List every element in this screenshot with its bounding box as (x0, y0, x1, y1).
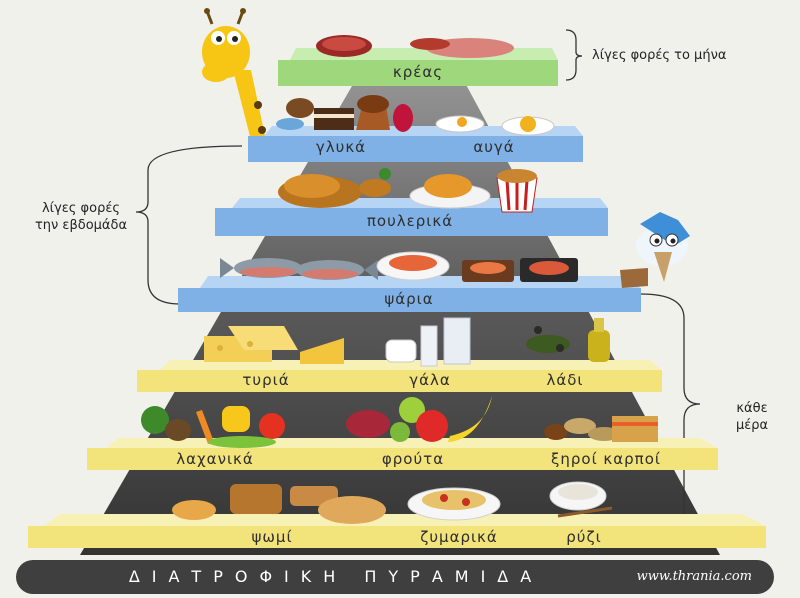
dairy-shelf (137, 360, 662, 392)
weekly-bracket (135, 145, 243, 305)
label-sweets: γλυκά (315, 138, 367, 156)
label-pasta: ζυμαρικά (420, 528, 498, 546)
label-cheese: τυριά (242, 371, 290, 389)
label-poultry: πουλερικά (366, 212, 454, 230)
cakes-icon (276, 95, 413, 132)
note-daily-line2: μέρα (735, 418, 769, 433)
fried-chicken-bucket-icon (496, 169, 538, 213)
olive-oil-icon (526, 318, 610, 362)
fish-icon (220, 258, 378, 280)
steak-icon (316, 35, 372, 57)
footer-bar: ΔΙΑΤΡΟΦΙΚΗ ΠΥΡΑΜΙΔΑ www.thrania.com (16, 560, 774, 594)
label-milk: γάλα (409, 371, 451, 389)
note-weekly: λίγες φορές την εβδομάδα (26, 200, 136, 234)
note-monthly: λίγες φορές το μήνα (592, 48, 727, 63)
note-weekly-line1: λίγες φορές (41, 201, 120, 216)
fruits-icon (346, 396, 492, 442)
chicken-plate-icon (409, 174, 491, 209)
vegetables-icon (141, 406, 285, 448)
label-oil: λάδι (546, 371, 584, 389)
meat-shelf (278, 48, 558, 86)
fish-dish-icon (376, 251, 578, 282)
label-bread: ψωμί (251, 528, 293, 546)
giraffe-icon (202, 8, 268, 152)
grains-shelf (28, 514, 766, 548)
footer-site[interactable]: www.thrania.com (636, 569, 752, 584)
label-meat: κρέας (392, 63, 444, 81)
bird-icon (620, 212, 690, 288)
note-daily-line1: κάθε (736, 401, 768, 416)
roast-chicken-icon (278, 168, 391, 208)
footer-title: ΔΙΑΤΡΟΦΙΚΗ ΠΥΡΑΜΙΔΑ (128, 567, 544, 586)
eggs-icon (435, 115, 555, 136)
label-vegetables: λαχανικά (176, 450, 254, 468)
nuts-icon (544, 416, 658, 442)
label-rice: ρύζι (566, 528, 602, 546)
rice-icon (549, 481, 613, 518)
note-weekly-line2: την εβδομάδα (34, 218, 128, 233)
label-eggs: αυγά (473, 138, 515, 156)
label-nuts: ξηροί καρποί (551, 450, 661, 468)
ham-icon (410, 38, 514, 58)
label-fish: ψάρια (384, 290, 434, 308)
monthly-bracket (565, 29, 583, 81)
label-fruits: φρούτα (381, 450, 445, 468)
note-daily: κάθε μέρα (722, 400, 782, 434)
pasta-icon (407, 487, 501, 521)
bread-icon (172, 484, 386, 524)
milk-icon (385, 317, 471, 367)
cheese-icon (204, 326, 344, 364)
